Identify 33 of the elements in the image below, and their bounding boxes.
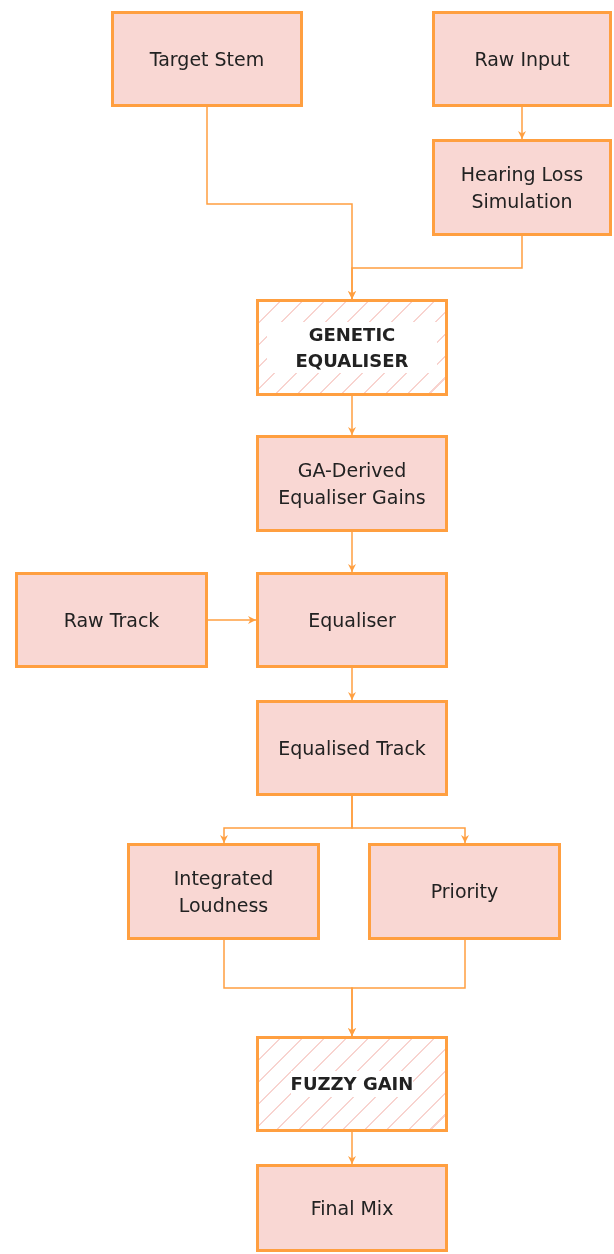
node-label: GA-Derived Equaliser Gains [277, 457, 427, 510]
arrow [351, 795, 469, 844]
process-box [111, 11, 303, 107]
node-label: Hearing Loss Simulation [459, 161, 585, 214]
node-label: Target Stem [149, 46, 265, 72]
arrow [348, 1131, 356, 1165]
node-label: Equaliser [308, 607, 396, 633]
arrow [348, 667, 356, 701]
node-label: Equalised Track [278, 735, 426, 761]
node-label: Raw Input [474, 46, 570, 72]
node-label: Integrated Loudness [172, 865, 275, 918]
process-box [256, 435, 448, 532]
arrow [348, 395, 356, 436]
process-box [256, 572, 448, 668]
arrow [348, 939, 466, 1037]
process-block [256, 299, 448, 396]
node-label: Final Mix [310, 1195, 394, 1221]
arrow [518, 106, 526, 140]
process-box [432, 11, 612, 107]
process-box [15, 572, 208, 668]
process-block [256, 1036, 448, 1132]
node-label: Raw Track [63, 607, 160, 633]
process-box [256, 1164, 448, 1252]
node-label: GENETIC EQUALISER [267, 322, 437, 373]
node-label: FUZZY GAIN [290, 1071, 414, 1097]
process-box [432, 139, 612, 236]
arrow [348, 531, 356, 573]
process-box [368, 843, 561, 940]
arrow [348, 235, 523, 300]
process-box [256, 700, 448, 796]
process-box [127, 843, 320, 940]
arrow [207, 616, 257, 624]
node-label: Priority [430, 879, 499, 905]
